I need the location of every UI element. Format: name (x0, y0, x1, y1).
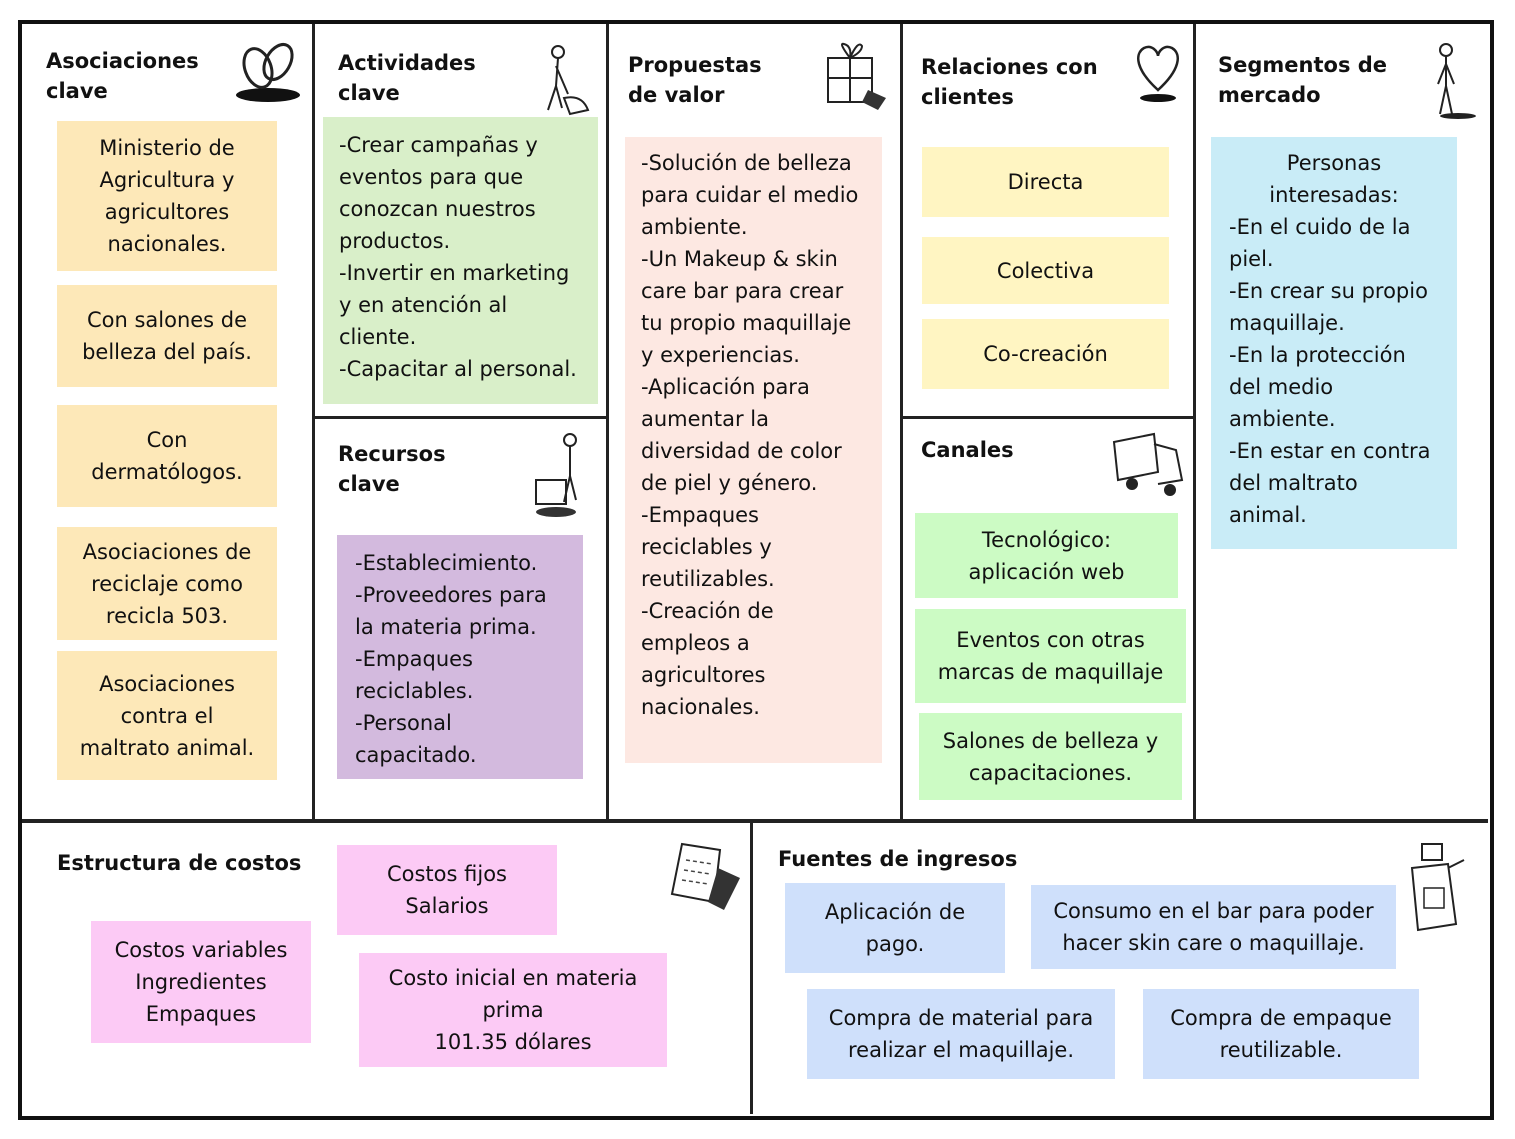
note-relacion: Colectiva (922, 237, 1169, 304)
divider (606, 24, 609, 821)
divider (312, 24, 315, 821)
note-relacion: Directa (922, 147, 1169, 217)
gift-box-icon (827, 42, 886, 110)
chain-links-icon (236, 42, 300, 102)
divider (900, 24, 903, 821)
divider (313, 416, 607, 419)
section-title-canales: Canales (921, 438, 1014, 462)
divider (750, 820, 753, 1114)
cash-register-icon (1410, 843, 1465, 932)
worker-with-cart-icon (535, 433, 577, 517)
canvas-frame (18, 20, 1494, 1120)
divider (1193, 24, 1196, 821)
worker-digging-icon (547, 45, 590, 116)
heart-icon (1136, 45, 1180, 102)
divider (901, 416, 1194, 419)
note-relacion: Co-creación (922, 319, 1169, 389)
receipt-document-icon (670, 842, 740, 910)
person-standing-icon (1437, 43, 1476, 119)
delivery-truck-icon (1112, 432, 1184, 496)
section-title-ingresos: Fuentes de ingresos (778, 847, 1018, 871)
section-title-costos: Estructura de costos (57, 851, 302, 875)
note-canal: Tecnológico:aplicación web (915, 513, 1178, 598)
divider (22, 819, 1488, 823)
